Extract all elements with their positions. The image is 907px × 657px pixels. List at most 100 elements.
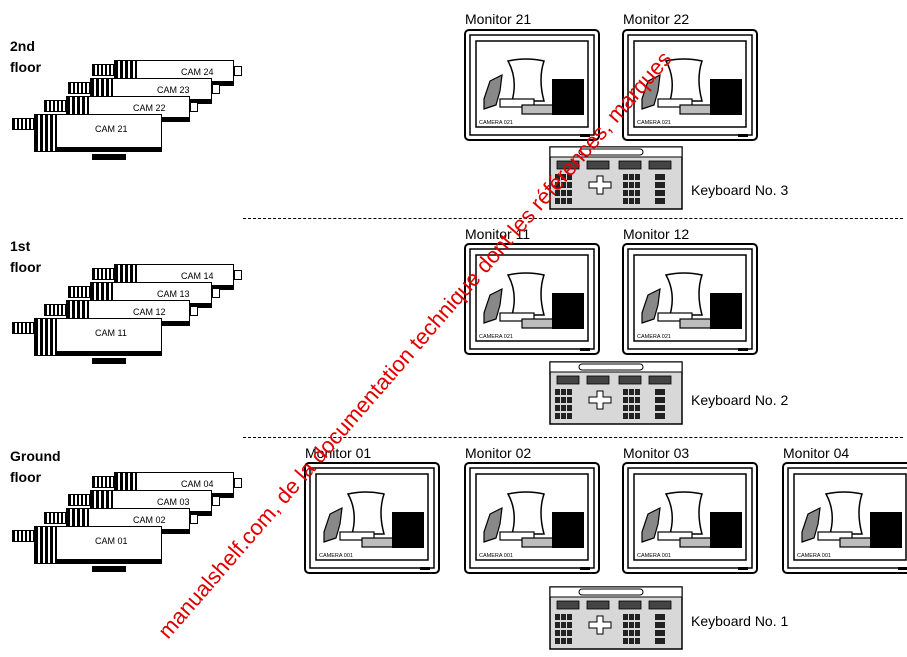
scene-tower [664, 58, 703, 102]
keyboard-key [561, 397, 566, 403]
scene-tower [664, 272, 703, 316]
screen-caption: CAMERA 021 [637, 334, 671, 340]
keyboard-joystick [588, 615, 612, 635]
keyboard-key [555, 638, 560, 644]
keyboard-key [561, 405, 566, 411]
keyboard-key-row [556, 600, 580, 610]
keyboard-key-row [618, 375, 642, 385]
keyboard-key [655, 174, 665, 180]
monitor-03: CAMERA 001 [622, 462, 760, 582]
keyboard-key [629, 630, 634, 636]
scene-base [657, 531, 693, 541]
keyboard-key [629, 397, 634, 403]
camera-connector [190, 514, 198, 524]
keyboard-key [555, 630, 560, 636]
keyboard-key [635, 630, 640, 636]
keyboard-key [561, 190, 566, 196]
monitor-02: CAMERA 001 [464, 462, 602, 582]
floor-divider [243, 437, 903, 438]
keyboard-key-row [618, 160, 642, 170]
scene-dark-block [392, 512, 424, 548]
scene-dark-block [552, 79, 584, 115]
keyboard-key [623, 389, 628, 395]
camera-body: CAM 01 [56, 526, 162, 564]
scene-shape [801, 506, 821, 543]
scene-dark-block [552, 512, 584, 548]
keyboard-key-row [556, 375, 580, 385]
scene-base [499, 531, 535, 541]
keyboard-key [655, 630, 665, 636]
keyboard-key [561, 638, 566, 644]
keyboard-key [629, 198, 634, 204]
keyboard-key [623, 622, 628, 628]
camera-base [57, 351, 161, 355]
floor-divider [243, 218, 903, 219]
keyboard-key [655, 622, 665, 628]
keyboard-key [567, 413, 572, 419]
camera-body: CAM 11 [56, 318, 162, 356]
scene-tower [506, 58, 545, 102]
monitor-01: CAMERA 001 [304, 462, 442, 582]
keyboard-display [578, 588, 644, 596]
keyboard-key [623, 405, 628, 411]
keyboard-key-row [586, 600, 610, 610]
camera-body: CAM 21 [56, 114, 162, 152]
scene-tower [506, 491, 545, 535]
camera-label: CAM 12 [133, 307, 166, 317]
scene-block [679, 104, 713, 115]
camera-foot [92, 358, 126, 364]
keyboard-key-row [618, 600, 642, 610]
keyboard-key [567, 182, 572, 188]
scene-shape [323, 506, 343, 543]
camera-connector [234, 478, 242, 488]
screen-caption: CAMERA 021 [637, 120, 671, 126]
keyboard-key [567, 198, 572, 204]
keyboard-label: Keyboard No. 1 [691, 613, 789, 629]
keyboard-key [623, 630, 628, 636]
keyboard-key-row [586, 160, 610, 170]
keyboard-key-row [648, 375, 672, 385]
monitor-label: Monitor 21 [465, 11, 532, 27]
camera-base [57, 147, 161, 151]
keyboard-key [629, 614, 634, 620]
keyboard-key [635, 413, 640, 419]
scene-base [657, 98, 693, 108]
keyboard-key [635, 174, 640, 180]
keyboard-key [623, 413, 628, 419]
keyboard-key [655, 614, 665, 620]
keyboard-key [561, 630, 566, 636]
keyboard-key [561, 614, 566, 620]
keyboard-key [567, 190, 572, 196]
scene-base [499, 98, 535, 108]
camera-label: CAM 03 [157, 497, 190, 507]
scene-shape [483, 73, 503, 110]
camera-label: CAM 02 [133, 515, 166, 525]
scene-dark-block [710, 293, 742, 329]
monitor-led [738, 348, 748, 351]
keyboard-key [555, 413, 560, 419]
camera-label: CAM 13 [157, 289, 190, 299]
scene-base [499, 312, 535, 322]
camera-connector [212, 288, 220, 298]
camera-foot [92, 154, 126, 160]
scene-shape [483, 287, 503, 324]
monitor-label: Monitor 12 [623, 226, 690, 242]
monitor-04: CAMERA 001 [782, 462, 907, 582]
monitor-label: Monitor 03 [623, 445, 690, 461]
keyboard-joystick [588, 175, 612, 195]
keyboard-key-row [556, 160, 580, 170]
keyboard-key [623, 198, 628, 204]
camera-connector [190, 306, 198, 316]
keyboard-key [629, 622, 634, 628]
camera-connector [234, 270, 242, 280]
keyboard-key [567, 622, 572, 628]
keyboard-key [555, 397, 560, 403]
scene-base [657, 312, 693, 322]
keyboard-key [629, 389, 634, 395]
keyboard-key [629, 174, 634, 180]
camera-label: CAM 23 [157, 85, 190, 95]
